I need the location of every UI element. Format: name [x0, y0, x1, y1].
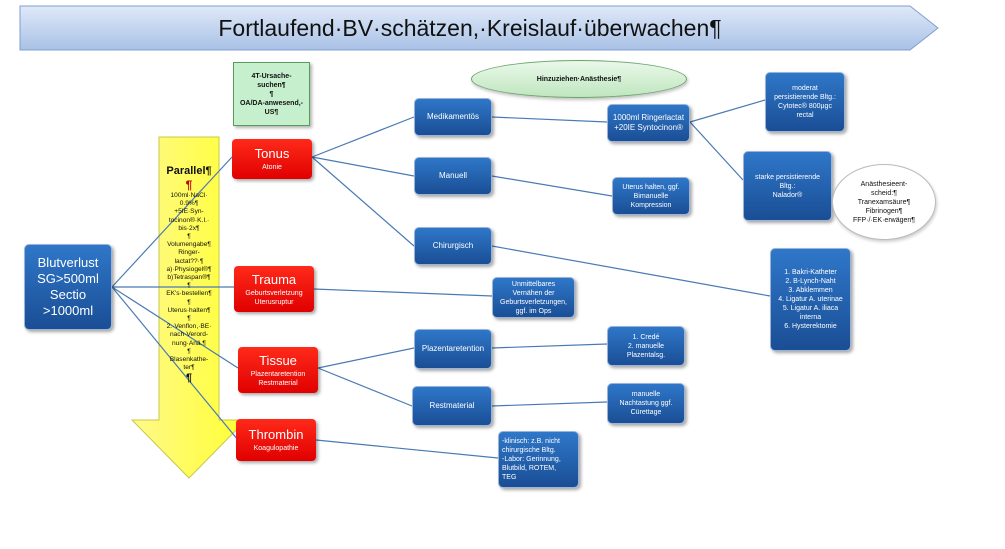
connector-lines	[111, 99, 771, 459]
node-restmaterial: Restmaterial	[412, 386, 492, 426]
parallel-marker: ¶	[185, 178, 193, 192]
parallel-down-arrow	[130, 136, 248, 479]
ursache-suchen-box: 4T-Ursache- suchen¶ ¶ OA/DA-anwesend,- U…	[233, 62, 310, 126]
node-nachtastung: manuelle Nachtastung ggf. Cürettage	[607, 383, 685, 424]
node-moderat-bltg: moderat persistierende Bltg.: Cytotec® 8…	[765, 72, 845, 132]
cause-thrombin-title: Thrombin	[248, 427, 304, 442]
node-ringerlactat: 1000ml Ringerlactat +20IE Syntocinon®	[607, 104, 690, 142]
parallel-panel: Parallel¶ ¶ 100ml·NaCl· 0.9%¶ +5IE·Syn- …	[159, 165, 219, 385]
title-banner	[19, 5, 939, 51]
page-title: Fortlaufend·BV·schätzen,·Kreislauf·überw…	[218, 14, 722, 41]
cause-tonus-sub: Atonie	[262, 164, 282, 171]
cause-tissue-title: Tissue	[259, 352, 297, 368]
start-line-3: Sectio	[49, 287, 87, 302]
start-line-2: SG>500ml	[37, 271, 99, 286]
cause-thrombin-sub: Koagulopathie	[253, 445, 299, 452]
cause-tissue: Tissue Plazentaretention Restmaterial	[238, 347, 318, 393]
node-chirurgie-liste: 1. Bakri-Katheter 2. B-Lynch-Naht 3. Abk…	[770, 248, 851, 351]
cause-tonus: Tonus Atonie	[232, 139, 312, 179]
cause-trauma-title: Trauma	[251, 271, 297, 287]
cause-thrombin: Thrombin Koagulopathie	[236, 419, 316, 461]
parallel-end: ¶	[185, 372, 193, 385]
cause-tonus-title: Tonus	[254, 146, 290, 161]
node-vernaehen: Unmittelbares Vernähen der Geburtsverlet…	[492, 277, 575, 318]
parallel-body: 100ml·NaCl· 0.9%¶ +5IE·Syn- tocinon®·K.I…	[166, 192, 212, 372]
start-line-4: >1000ml	[42, 303, 94, 318]
node-medikamentoes: Medikamentös	[414, 98, 492, 136]
cause-trauma: Trauma Geburtsverletzung Uterusruptur	[234, 266, 314, 312]
node-starke-bltg: starke persistierende Bltg.: Nalador®	[743, 151, 832, 221]
anaesthesie-entscheid-ellipse: Anästhesieent- scheid:¶ Tranexamsäure¶ F…	[832, 164, 936, 240]
parallel-heading: Parallel¶	[166, 165, 212, 177]
node-chirurgisch: Chirurgisch	[414, 227, 492, 265]
start-line-1: Blutverlust	[37, 255, 99, 270]
node-manuell: Manuell	[414, 157, 492, 195]
node-gerinnung: -klinisch: z.B. nicht chirurgische Bltg.…	[498, 431, 579, 488]
cause-trauma-sub: Geburtsverletzung Uterusruptur	[245, 289, 303, 306]
start-blutverlust: Blutverlust SG>500ml Sectio >1000ml	[24, 244, 112, 330]
anaesthesie-ellipse: Hinzuziehen·Anästhesie¶	[471, 60, 687, 98]
cause-tissue-sub: Plazentaretention Restmaterial	[250, 370, 306, 387]
node-crede: 1. Credé 2. manuelle Plazentalsg.	[607, 326, 685, 366]
node-plazentaretention: Plazentaretention	[414, 329, 492, 369]
node-uterus-halten: Uterus halten, ggf. Bimanuelle Kompressi…	[612, 177, 690, 215]
